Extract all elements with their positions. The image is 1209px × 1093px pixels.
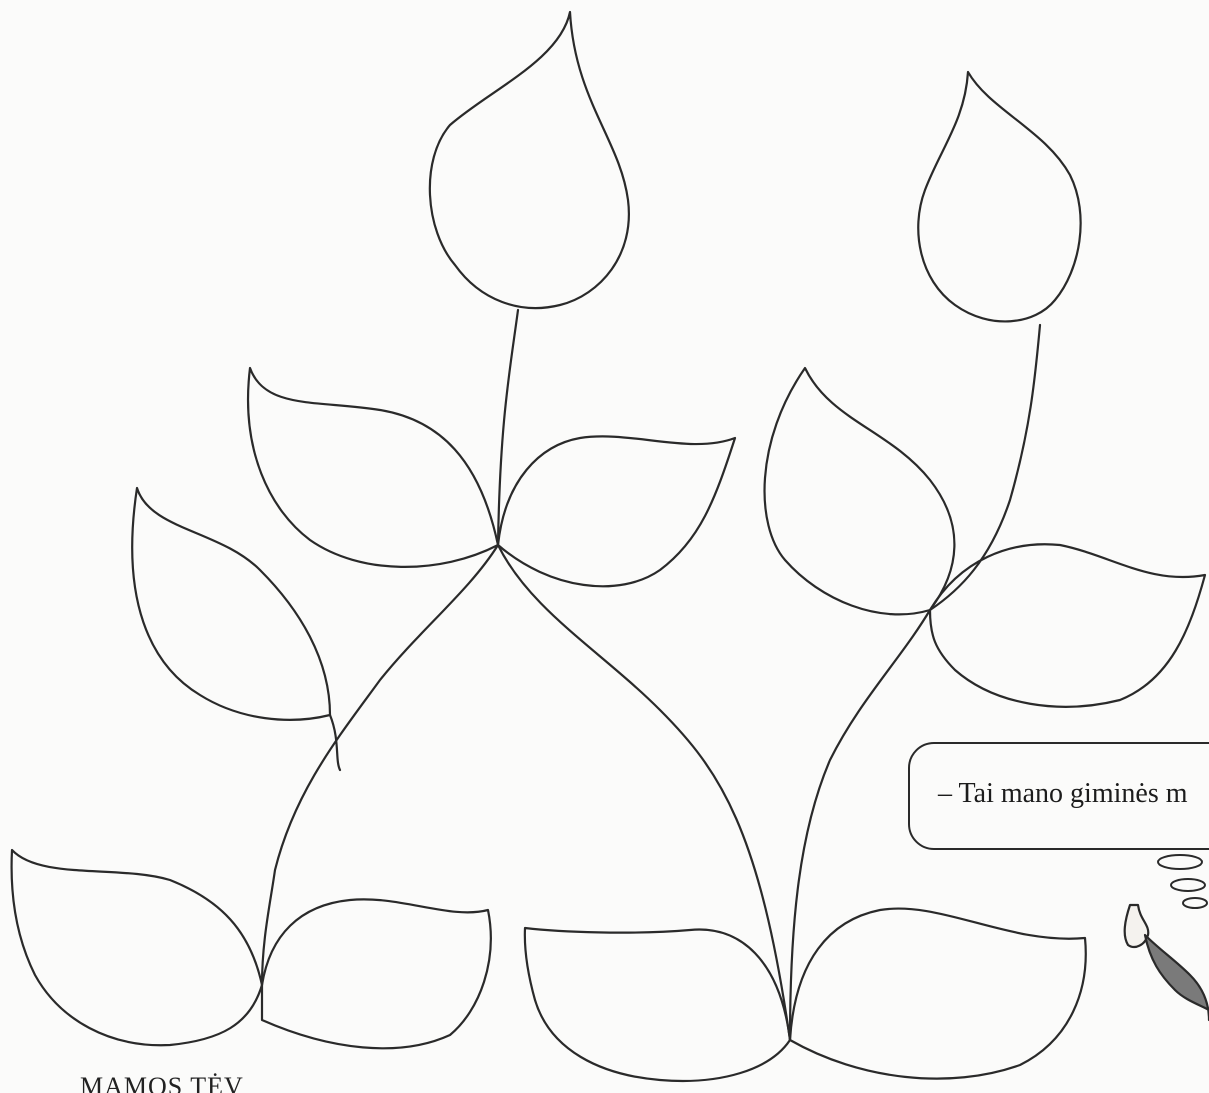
stem-right-top [930, 325, 1040, 610]
leaf-mid-right [930, 544, 1205, 706]
leaf-top-left [430, 12, 629, 308]
thought-bubble-icon [1158, 855, 1207, 908]
speech-bubble-text: – Tai mano giminės m [938, 778, 1188, 810]
stem-left-top [498, 310, 518, 545]
leaf-bottom-4 [790, 909, 1086, 1079]
stem-cross [498, 545, 790, 1040]
leaf-bottom-3 [525, 928, 790, 1081]
leaf-bottom-1 [12, 850, 262, 1045]
pointing-boy-icon [1125, 905, 1209, 1020]
leaf-upper-left [248, 368, 498, 567]
leaf-top-right [918, 72, 1080, 321]
leaf-upper-middle [498, 436, 735, 586]
bottom-caption: MAMOS TĖV [80, 1072, 244, 1093]
leaf-bottom-2 [262, 899, 491, 1048]
leaf-upper-right [765, 368, 955, 614]
leaf-mid-left [132, 488, 330, 720]
speech-bubble: – Tai mano giminės m [908, 742, 1209, 850]
